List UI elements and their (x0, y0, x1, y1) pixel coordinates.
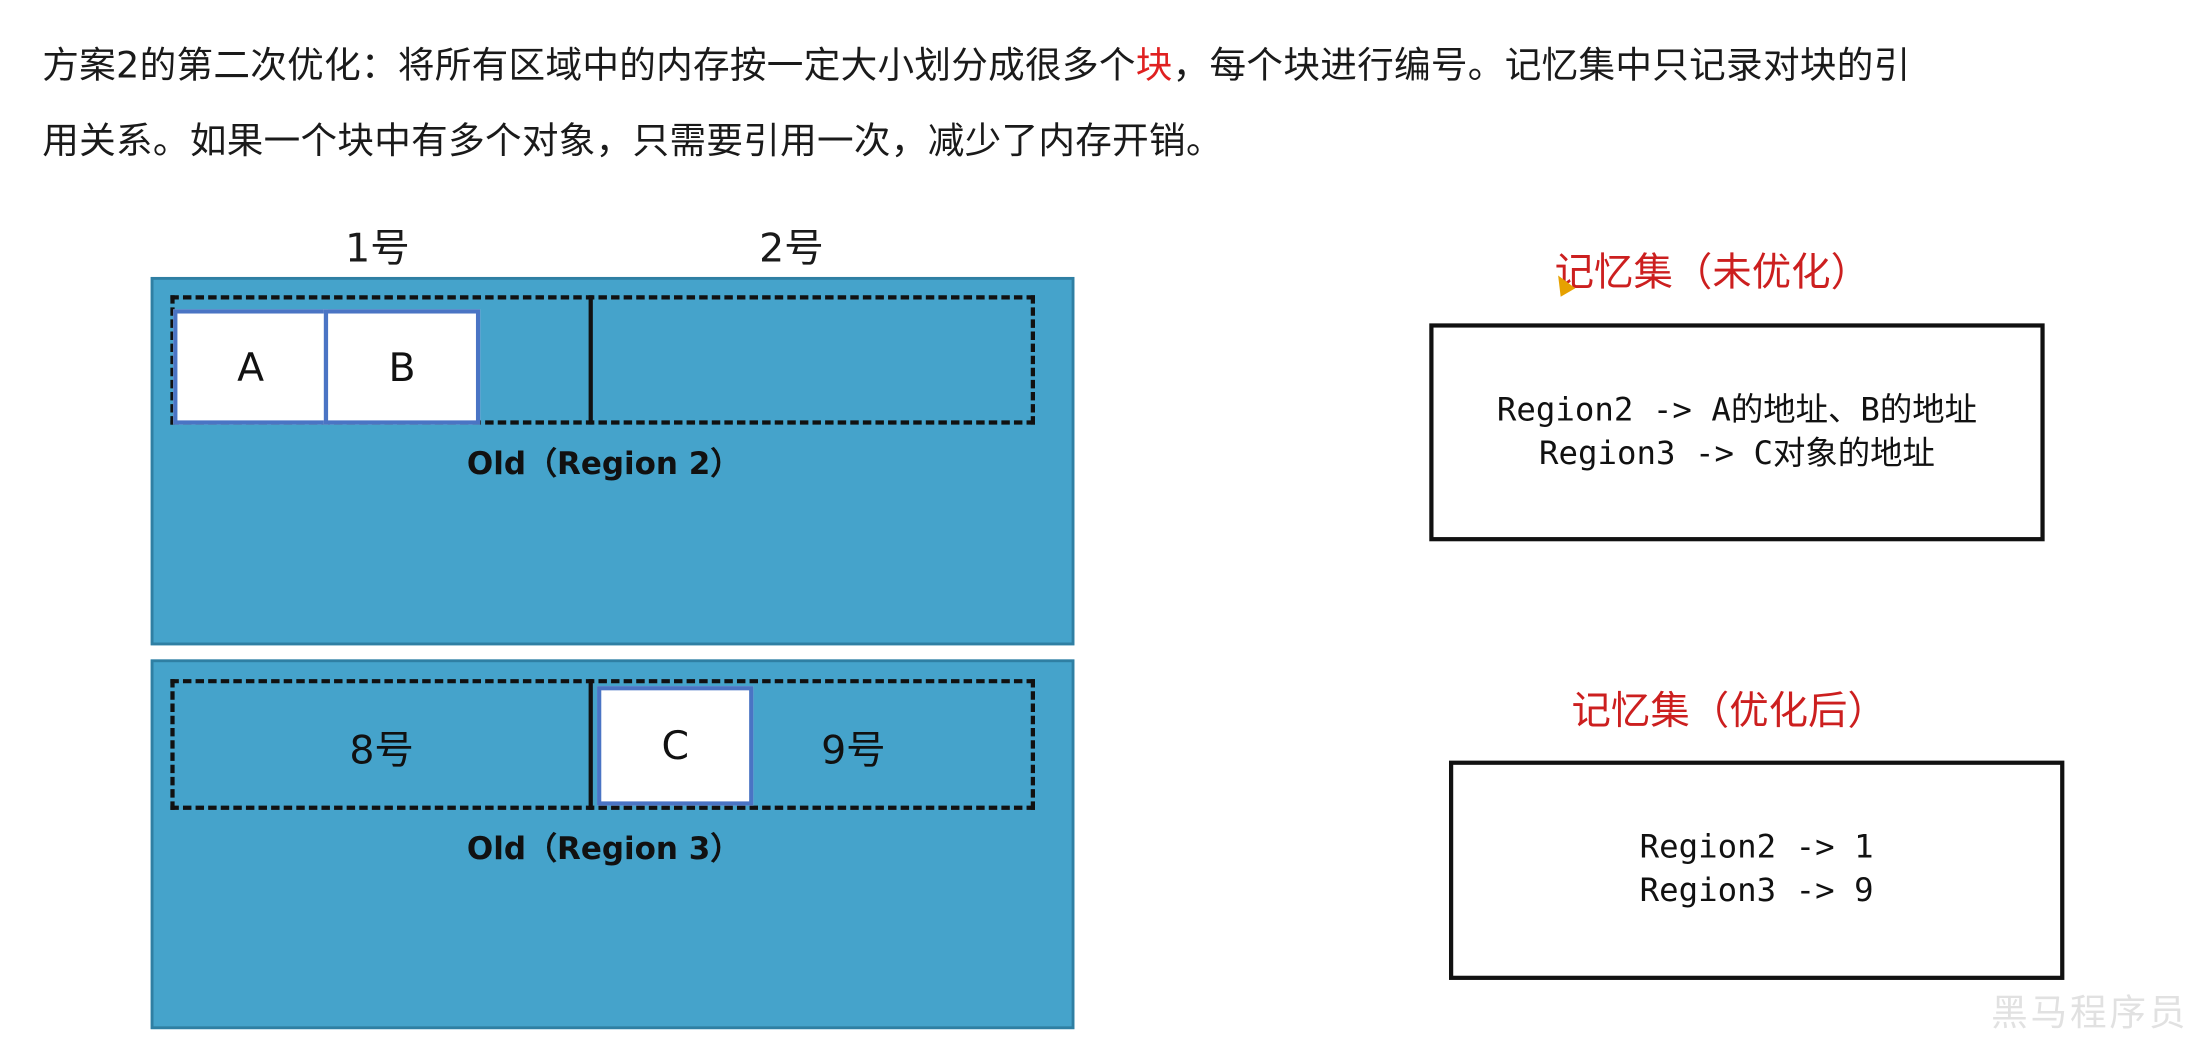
intro-text-part2: ，每个块进行编号。记忆集中只记录对块的引 (1172, 44, 1911, 88)
region-3-dashed-blocks (170, 679, 1035, 810)
block-label-2: 2号 (759, 224, 824, 272)
remembered-set-optimized-line-1: Region2 -> 1 (1639, 829, 1874, 867)
object-b: B (323, 309, 481, 425)
region-2-label: Old（Region 2） (466, 447, 742, 483)
remembered-set-optimized-box: Region2 -> 1 Region3 -> 9 (1448, 760, 2065, 980)
remembered-set-optimized-title: 记忆集（优化后） (1571, 687, 1887, 734)
region-3-label: Old（Region 3） (466, 832, 742, 868)
region-3-block-divider (588, 679, 593, 810)
intro-line-2: 用关系。如果一个块中有多个对象，只需要引用一次，减少了内存开销。 (42, 120, 1223, 164)
remembered-set-unoptimized-line-2: Region3 -> C对象的地址 (1538, 435, 1935, 472)
intro-highlight-block: 块 (1135, 44, 1173, 88)
object-a: A (173, 309, 329, 425)
remembered-set-unoptimized-line-1: Region2 -> A的地址、B的地址 (1496, 391, 1978, 429)
block-label-8: 8号 (349, 726, 414, 774)
object-c: C (597, 686, 754, 806)
watermark: 黑马程序员 (1991, 992, 2189, 1035)
remembered-set-unoptimized-box: Region2 -> A的地址、B的地址 Region3 -> C对象的地址 (1429, 323, 2045, 542)
remembered-set-optimized-line-2: Region3 -> 9 (1639, 873, 1874, 910)
intro-line-1: 方案2的第二次优化：将所有区域中的内存按一定大小划分成很多个块，每个块进行编号。… (42, 28, 2168, 104)
region-2-dashed-blocks (170, 295, 1035, 425)
intro-paragraph: 方案2的第二次优化：将所有区域中的内存按一定大小划分成很多个块，每个块进行编号。… (42, 28, 2168, 180)
region-2-block-divider (588, 295, 593, 425)
remembered-set-unoptimized-title: 记忆集（未优化） (1554, 248, 1871, 296)
block-label-1: 1号 (345, 224, 410, 272)
block-label-9: 9号 (821, 726, 886, 774)
intro-text-part1: 方案2的第二次优化：将所有区域中的内存按一定大小划分成很多个 (42, 44, 1136, 88)
